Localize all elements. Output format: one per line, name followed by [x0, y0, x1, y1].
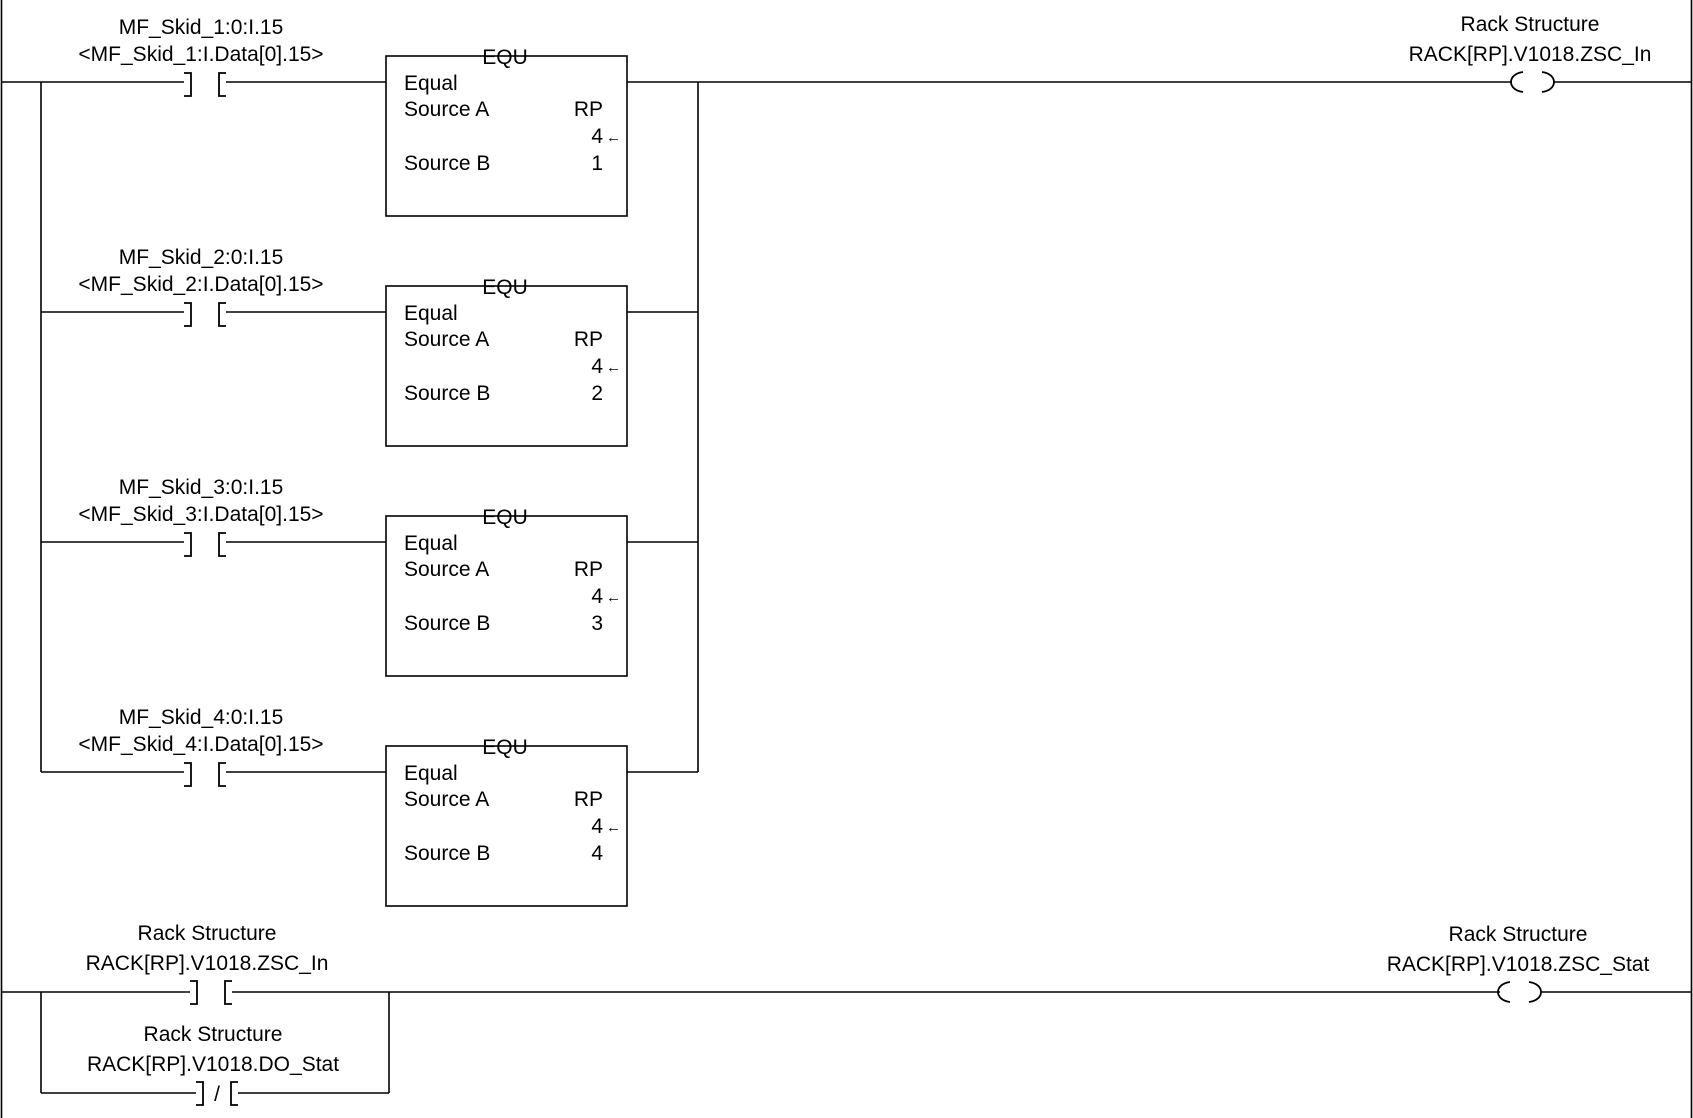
equ-mnemonic: EQU — [482, 46, 528, 69]
equ-block-frame — [385, 745, 628, 907]
contact-tag: RACK[RP].V1018.ZSC_In — [86, 952, 329, 975]
equ-source-b: 4 — [591, 842, 603, 865]
contact-alias: <MF_Skid_3:I.Data[0].15> — [78, 503, 323, 526]
rung-1-branch-1: MF_Skid_1:0:I.15 <MF_Skid_1:I.Data[0].15… — [1, 16, 698, 217]
contact-tag: MF_Skid_2:0:I.15 — [119, 246, 284, 269]
contact-alias: <MF_Skid_2:I.Data[0].15> — [78, 273, 323, 296]
equ-source-a-value: 4 — [591, 125, 603, 148]
equ-mnemonic: EQU — [482, 736, 528, 759]
rung-2-output-coil[interactable]: Rack Structure RACK[RP].V1018.ZSC_Stat — [1387, 923, 1650, 1003]
equ-name: Equal — [404, 72, 458, 95]
equ-source-a: RP — [574, 558, 603, 581]
equ-source-b: 1 — [591, 152, 603, 175]
equ-source-a: RP — [574, 788, 603, 811]
equ-block-frame — [385, 515, 628, 677]
equ-mnemonic: EQU — [482, 506, 528, 529]
equ-source-b-label: Source B — [404, 152, 490, 175]
arrow-left-icon: ← — [606, 589, 621, 606]
equ-source-a-value: 4 — [591, 815, 603, 838]
equ-source-a-label: Source A — [404, 788, 489, 811]
rung-1-branch-2: MF_Skid_2:0:I.15 <MF_Skid_2:I.Data[0].15… — [41, 246, 698, 447]
contact-description: Rack Structure — [138, 922, 277, 945]
equ-block[interactable]: EQU Equal Source A RP 4 ← Source B 1 — [385, 46, 628, 217]
coil-tag: RACK[RP].V1018.ZSC_Stat — [1387, 953, 1650, 976]
arrow-left-icon: ← — [606, 359, 621, 376]
rung-2-no-contact[interactable]: Rack Structure RACK[RP].V1018.ZSC_In — [86, 922, 329, 1005]
no-contact-icon[interactable] — [184, 762, 226, 787]
contact-description: Rack Structure — [144, 1023, 283, 1046]
no-contact-icon[interactable] — [184, 532, 226, 557]
equ-block-frame — [385, 55, 628, 217]
rung-1-branch-4: MF_Skid_4:0:I.15 <MF_Skid_4:I.Data[0].15… — [41, 706, 698, 907]
equ-source-b-label: Source B — [404, 612, 490, 635]
equ-source-a-value: 4 — [591, 355, 603, 378]
arrow-left-icon: ← — [606, 819, 621, 836]
equ-source-b-label: Source B — [404, 842, 490, 865]
rung-2: Rack Structure RACK[RP].V1018.ZSC_In Rac… — [1, 922, 1691, 1106]
equ-source-b: 2 — [591, 382, 603, 405]
equ-source-a-label: Source A — [404, 558, 489, 581]
no-contact-icon[interactable] — [184, 302, 226, 327]
equ-block[interactable]: EQU Equal Source A RP 4 ← Source B 3 — [385, 506, 628, 677]
nc-contact-icon — [196, 1081, 238, 1106]
equ-name: Equal — [404, 762, 458, 785]
rung-2-nc-contact[interactable]: Rack Structure RACK[RP].V1018.DO_Stat / — [87, 1023, 339, 1106]
equ-mnemonic: EQU — [482, 276, 528, 299]
contact-alias: <MF_Skid_4:I.Data[0].15> — [78, 733, 323, 756]
equ-source-a: RP — [574, 98, 603, 121]
equ-block[interactable]: EQU Equal Source A RP 4 ← Source B 4 — [385, 736, 628, 907]
equ-source-a-label: Source A — [404, 328, 489, 351]
rung-1: MF_Skid_1:0:I.15 <MF_Skid_1:I.Data[0].15… — [1, 13, 1691, 907]
coil-tag: RACK[RP].V1018.ZSC_In — [1409, 43, 1652, 66]
no-contact-icon — [190, 980, 232, 1005]
contact-tag: RACK[RP].V1018.DO_Stat — [87, 1053, 339, 1076]
equ-block[interactable]: EQU Equal Source A RP 4 ← Source B 2 — [385, 276, 628, 447]
coil-description: Rack Structure — [1449, 923, 1588, 946]
contact-tag: MF_Skid_1:0:I.15 — [119, 16, 284, 39]
equ-name: Equal — [404, 302, 458, 325]
equ-name: Equal — [404, 532, 458, 555]
rung-1-output-coil[interactable]: Rack Structure RACK[RP].V1018.ZSC_In — [1409, 13, 1652, 93]
rung-1-branch-3: MF_Skid_3:0:I.15 <MF_Skid_3:I.Data[0].15… — [41, 476, 698, 677]
equ-source-a-label: Source A — [404, 98, 489, 121]
coil-description: Rack Structure — [1461, 13, 1600, 36]
contact-alias: <MF_Skid_1:I.Data[0].15> — [78, 43, 323, 66]
nc-slash: / — [214, 1083, 220, 1106]
equ-source-a: RP — [574, 328, 603, 351]
equ-block-frame — [385, 285, 628, 447]
contact-tag: MF_Skid_3:0:I.15 — [119, 476, 284, 499]
equ-source-a-value: 4 — [591, 585, 603, 608]
equ-source-b-label: Source B — [404, 382, 490, 405]
contact-tag: MF_Skid_4:0:I.15 — [119, 706, 284, 729]
coil-icon — [1510, 71, 1555, 93]
equ-source-b: 3 — [591, 612, 603, 635]
arrow-left-icon: ← — [606, 129, 621, 146]
no-contact-icon[interactable] — [184, 72, 226, 97]
coil-icon — [1497, 981, 1542, 1003]
